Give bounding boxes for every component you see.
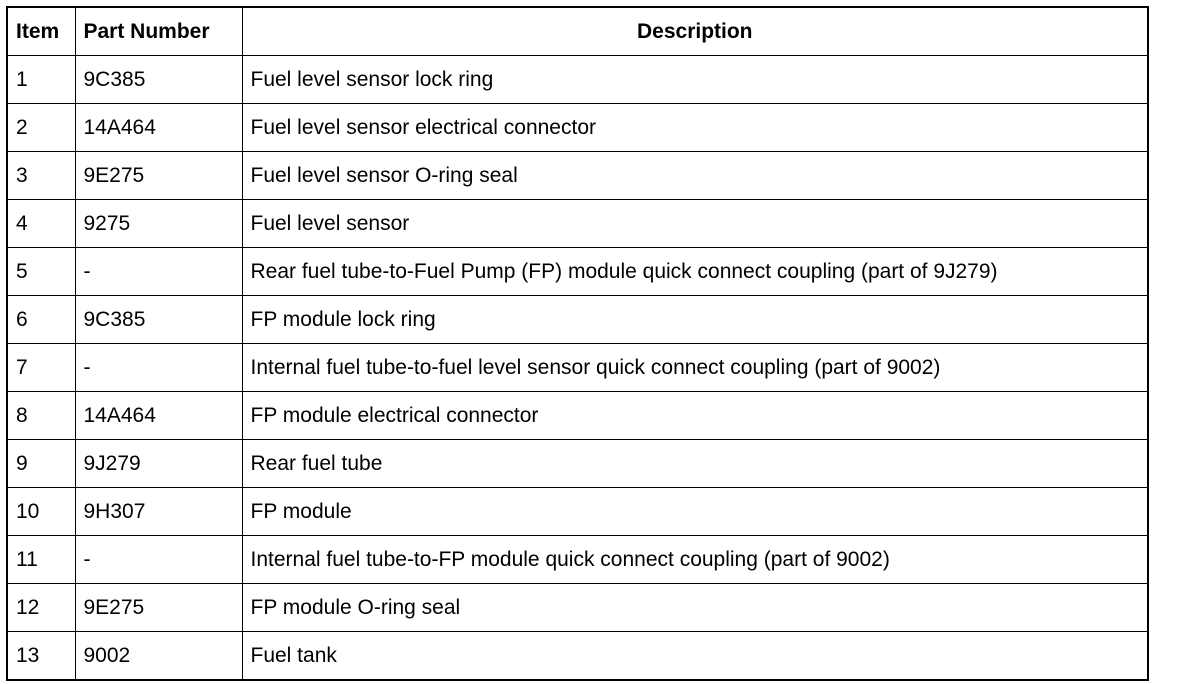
header-row: Item Part Number Description (6, 6, 1149, 56)
item-cell: 1 (6, 55, 76, 104)
item-cell: 13 (6, 631, 76, 681)
part-number-cell: - (74, 343, 243, 392)
item-cell: 9 (6, 439, 76, 488)
table-row: 11 - Internal fuel tube-to-FP module qui… (6, 535, 1149, 584)
table-row: 4 9275 Fuel level sensor (6, 199, 1149, 248)
item-cell: 7 (6, 343, 76, 392)
item-cell: 12 (6, 583, 76, 632)
header-part-number: Part Number (74, 6, 243, 56)
description-cell: Fuel level sensor lock ring (241, 55, 1149, 104)
description-cell: Fuel tank (241, 631, 1149, 681)
part-number-cell: - (74, 535, 243, 584)
item-cell: 11 (6, 535, 76, 584)
part-number-cell: 9C385 (74, 295, 243, 344)
header-description: Description (241, 6, 1149, 56)
description-cell: Internal fuel tube-to-FP module quick co… (241, 535, 1149, 584)
table-row: 6 9C385 FP module lock ring (6, 295, 1149, 344)
part-number-cell: 9E275 (74, 583, 243, 632)
part-number-cell: 9H307 (74, 487, 243, 536)
table-row: 2 14A464 Fuel level sensor electrical co… (6, 103, 1149, 152)
part-number-cell: - (74, 247, 243, 296)
description-cell: FP module lock ring (241, 295, 1149, 344)
part-number-cell: 14A464 (74, 391, 243, 440)
description-cell: Rear fuel tube-to-Fuel Pump (FP) module … (241, 247, 1149, 296)
item-cell: 10 (6, 487, 76, 536)
item-cell: 6 (6, 295, 76, 344)
part-number-cell: 9002 (74, 631, 243, 681)
table-body: 1 9C385 Fuel level sensor lock ring 2 14… (6, 55, 1149, 681)
description-cell: Internal fuel tube-to-fuel level sensor … (241, 343, 1149, 392)
table-header: Item Part Number Description (6, 6, 1149, 56)
table-row: 8 14A464 FP module electrical connector (6, 391, 1149, 440)
table-row: 3 9E275 Fuel level sensor O-ring seal (6, 151, 1149, 200)
table-row: 1 9C385 Fuel level sensor lock ring (6, 55, 1149, 104)
part-number-cell: 9E275 (74, 151, 243, 200)
item-cell: 5 (6, 247, 76, 296)
table-row: 9 9J279 Rear fuel tube (6, 439, 1149, 488)
item-cell: 8 (6, 391, 76, 440)
description-cell: Fuel level sensor (241, 199, 1149, 248)
item-cell: 4 (6, 199, 76, 248)
description-cell: Fuel level sensor electrical connector (241, 103, 1149, 152)
description-cell: Fuel level sensor O-ring seal (241, 151, 1149, 200)
part-number-cell: 9C385 (74, 55, 243, 104)
table-row: 12 9E275 FP module O-ring seal (6, 583, 1149, 632)
part-number-cell: 9J279 (74, 439, 243, 488)
table-row: 10 9H307 FP module (6, 487, 1149, 536)
table-row: 13 9002 Fuel tank (6, 631, 1149, 681)
description-cell: FP module electrical connector (241, 391, 1149, 440)
header-item: Item (6, 6, 76, 56)
item-cell: 2 (6, 103, 76, 152)
parts-table: Item Part Number Description 1 9C385 Fue… (6, 6, 1149, 681)
part-number-cell: 14A464 (74, 103, 243, 152)
description-cell: Rear fuel tube (241, 439, 1149, 488)
table-row: 7 - Internal fuel tube-to-fuel level sen… (6, 343, 1149, 392)
part-number-cell: 9275 (74, 199, 243, 248)
item-cell: 3 (6, 151, 76, 200)
table-row: 5 - Rear fuel tube-to-Fuel Pump (FP) mod… (6, 247, 1149, 296)
description-cell: FP module O-ring seal (241, 583, 1149, 632)
description-cell: FP module (241, 487, 1149, 536)
